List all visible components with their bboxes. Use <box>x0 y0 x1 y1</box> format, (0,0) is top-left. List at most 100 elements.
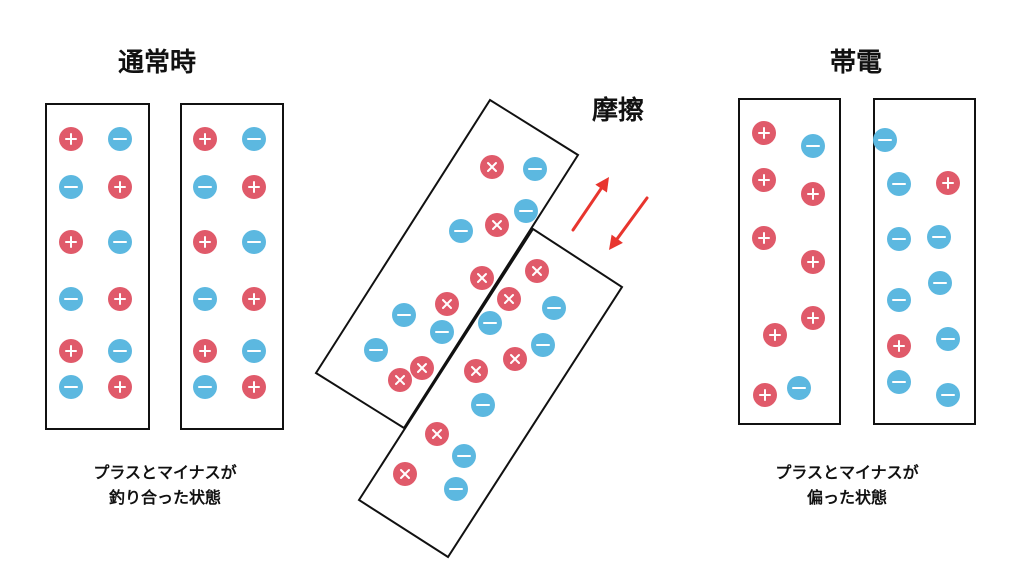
positive-charge <box>752 168 776 192</box>
positive-charge <box>470 266 494 290</box>
negative-charge <box>452 444 476 468</box>
negative-charge <box>59 175 83 199</box>
positive-charge <box>752 226 776 250</box>
positive-charge <box>435 292 459 316</box>
negative-charge <box>542 296 566 320</box>
arrow-down-icon <box>609 196 649 250</box>
positive-charge <box>887 334 911 358</box>
cross-icon <box>442 299 452 309</box>
positive-charge <box>108 287 132 311</box>
positive-charge <box>108 175 132 199</box>
negative-charge <box>531 333 555 357</box>
positive-charge <box>753 383 777 407</box>
positive-charge <box>801 182 825 206</box>
positive-charge <box>525 259 549 283</box>
negative-charge <box>801 134 825 158</box>
positive-charge <box>801 250 825 274</box>
positive-charge <box>393 462 417 486</box>
positive-charge <box>59 339 83 363</box>
caption-biased-line1: プラスとマイナスが <box>775 463 919 482</box>
negative-charge <box>887 288 911 312</box>
negative-charge <box>936 327 960 351</box>
cross-icon <box>532 266 542 276</box>
negative-charge <box>478 311 502 335</box>
negative-charge <box>242 230 266 254</box>
negative-charge <box>193 175 217 199</box>
negative-charge <box>242 339 266 363</box>
caption-biased: プラスとマイナスが 偏った状態 <box>752 460 942 510</box>
positive-charge <box>425 422 449 446</box>
negative-charge <box>873 128 897 152</box>
positive-charge <box>242 175 266 199</box>
negative-charge <box>392 303 416 327</box>
positive-charge <box>503 347 527 371</box>
positive-charge <box>59 127 83 151</box>
negative-charge <box>193 375 217 399</box>
positive-charge <box>485 213 509 237</box>
positive-charge <box>410 356 434 380</box>
negative-charge <box>471 393 495 417</box>
negative-charge <box>887 227 911 251</box>
positive-charge <box>108 375 132 399</box>
negative-charge <box>430 320 454 344</box>
charged-plate-right <box>873 98 976 425</box>
negative-charge <box>108 127 132 151</box>
negative-charge <box>444 477 468 501</box>
positive-charge <box>193 230 217 254</box>
positive-charge <box>464 359 488 383</box>
caption-balanced: プラスとマイナスが 釣り合った状態 <box>70 460 260 510</box>
negative-charge <box>936 383 960 407</box>
cross-icon <box>492 220 502 230</box>
arrow-shaft <box>571 187 603 232</box>
cross-icon <box>417 363 427 373</box>
caption-balanced-line2: 釣り合った状態 <box>108 488 221 507</box>
positive-charge <box>480 155 504 179</box>
cross-icon <box>510 354 520 364</box>
positive-charge <box>242 287 266 311</box>
positive-charge <box>193 339 217 363</box>
negative-charge <box>887 172 911 196</box>
negative-charge <box>242 127 266 151</box>
negative-charge <box>887 370 911 394</box>
cross-icon <box>432 429 442 439</box>
negative-charge <box>928 271 952 295</box>
caption-balanced-line1: プラスとマイナスが <box>93 463 237 482</box>
title-charged: 帯電 <box>830 48 883 78</box>
positive-charge <box>801 306 825 330</box>
negative-charge <box>514 199 538 223</box>
cross-icon <box>471 366 481 376</box>
negative-charge <box>927 225 951 249</box>
title-friction: 摩擦 <box>592 96 645 126</box>
friction-plate-upper <box>314 98 580 430</box>
cross-icon <box>400 469 410 479</box>
negative-charge <box>449 219 473 243</box>
normal-plate-right <box>180 103 284 430</box>
charged-plate-left <box>738 98 841 425</box>
caption-biased-line2: 偏った状態 <box>806 488 887 507</box>
negative-charge <box>108 230 132 254</box>
negative-charge <box>787 376 811 400</box>
positive-charge <box>242 375 266 399</box>
positive-charge <box>388 368 412 392</box>
normal-plate-left <box>45 103 150 430</box>
negative-charge <box>523 157 547 181</box>
positive-charge <box>497 287 521 311</box>
friction-plate-lower <box>357 227 624 559</box>
arrow-shaft <box>615 196 649 241</box>
negative-charge <box>193 287 217 311</box>
title-normal: 通常時 <box>118 48 197 78</box>
cross-icon <box>487 162 497 172</box>
positive-charge <box>936 171 960 195</box>
negative-charge <box>59 375 83 399</box>
cross-icon <box>395 375 405 385</box>
positive-charge <box>763 323 787 347</box>
negative-charge <box>108 339 132 363</box>
positive-charge <box>59 230 83 254</box>
positive-charge <box>752 121 776 145</box>
cross-icon <box>477 273 487 283</box>
cross-icon <box>504 294 514 304</box>
arrow-head <box>609 234 623 250</box>
arrow-up-icon <box>571 177 609 232</box>
negative-charge <box>59 287 83 311</box>
